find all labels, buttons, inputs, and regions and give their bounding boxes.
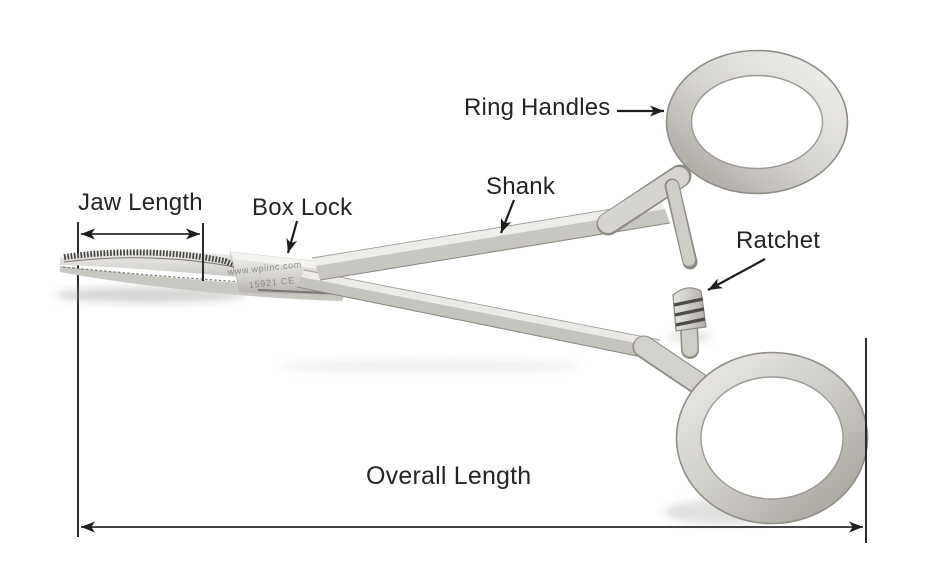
label-box-lock: Box Lock [252,194,353,221]
dimension-lines [81,223,867,543]
label-jaw-length: Jaw Length [78,189,203,216]
jaw-serrations [63,249,238,269]
bottom-ring [677,353,867,523]
bottom-ring-handle [632,287,869,525]
label-ring-handles: Ring Handles [464,94,611,121]
top-ring-handle [596,49,849,270]
leader-arrows [286,105,766,291]
shank-arrow [499,199,516,234]
label-shank: Shank [486,173,556,200]
lower-shank [296,269,661,360]
jaw-seam [62,266,331,289]
ratchet-arrow [707,258,766,291]
label-ratchet: Ratchet [736,227,821,254]
label-overall-length: Overall Length [366,462,532,490]
box-lock-arrow [286,220,299,254]
engraving-model: 15921 CE [248,275,295,290]
top-ring [666,50,848,194]
